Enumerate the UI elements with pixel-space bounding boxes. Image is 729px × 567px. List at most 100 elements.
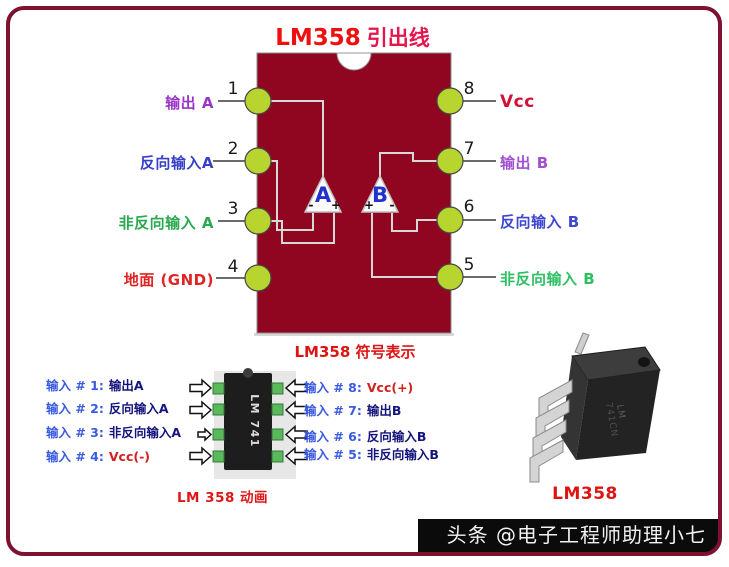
pin1-number: 1 — [227, 79, 239, 99]
row-value: Vcc(-) — [108, 449, 150, 464]
title-suffix: 引出线 — [366, 26, 430, 50]
pin7-number: 7 — [463, 139, 475, 159]
mini-ic-pins — [212, 382, 284, 463]
row-prefix: 输入 # 8: — [304, 380, 362, 395]
arrow-right-small-icon — [197, 427, 213, 442]
pin7-label: 输出 B — [500, 154, 549, 172]
mini-ic-body — [224, 373, 272, 470]
pin6-label: 反向输入 B — [500, 213, 580, 231]
mini-pin — [271, 450, 284, 463]
pin5-label: 非反向输入 B — [500, 270, 596, 288]
wire-pin5-noninv-b — [371, 213, 450, 278]
row-value: 反向输入A — [108, 401, 169, 416]
mini-pin — [212, 450, 225, 463]
table-row: 输入 # 6: 反向输入B — [304, 430, 426, 444]
mini-pin — [271, 382, 284, 395]
chip-photo-legs — [529, 379, 573, 483]
table-row: 输入 # 7: 输出B — [304, 404, 401, 418]
arrow-left-icon — [284, 400, 308, 420]
pin2-number: 2 — [227, 139, 239, 159]
pin8-number: 8 — [463, 79, 475, 99]
pin6-pad — [436, 206, 464, 234]
mini-pin — [212, 403, 225, 416]
opamp-a-triangle — [303, 174, 343, 213]
row-value: 非反向输入A — [108, 425, 182, 440]
pin3-label: 非反向输入 A — [118, 214, 214, 232]
pin2-pad — [244, 147, 272, 175]
pin2-label: 反向输入A — [139, 154, 214, 172]
arrow-left-icon — [284, 378, 308, 398]
chip-photo-dimple — [638, 357, 650, 367]
row-value: 非反向输入B — [366, 447, 439, 462]
poster-frame — [6, 6, 722, 556]
row-prefix: 输入 # 7: — [304, 403, 362, 418]
opamp-b-minus-sign: - — [389, 198, 395, 212]
opamp-b-triangle — [360, 174, 400, 213]
row-prefix: 输入 # 1: — [46, 378, 104, 393]
row-value: Vcc(+) — [366, 380, 414, 395]
pin1-pad — [244, 87, 272, 115]
table-row: 输入 # 3: 非反向输入A — [46, 426, 181, 440]
watermark-text: 头条 @电子工程师助理小七 — [446, 523, 706, 547]
chip-photo: LM 741CN — [529, 332, 661, 483]
pin1-label: 输出 A — [165, 94, 214, 112]
table-row: 输入 # 4: Vcc(-) — [46, 450, 150, 464]
opamp-a-letter: A — [314, 183, 332, 207]
pin8-pad — [436, 87, 464, 115]
row-value: 输出B — [366, 403, 402, 418]
chip-photo-front-face — [576, 370, 660, 460]
row-prefix: 输入 # 4: — [46, 449, 104, 464]
pin5-pad — [436, 263, 464, 291]
opamp-a-plus-sign: + — [330, 198, 342, 212]
row-prefix: 输入 # 6: — [304, 429, 362, 444]
row-prefix: 输入 # 2: — [46, 401, 104, 416]
pin3-pad — [244, 207, 272, 235]
chip-photo-back-pin — [574, 332, 590, 355]
mini-ic-notch — [243, 368, 253, 378]
mini-ic-marking: LM 741 — [248, 394, 261, 448]
pin7-pad — [436, 147, 464, 175]
row-prefix: 输入 # 3: — [46, 425, 104, 440]
ic-shadow — [254, 333, 454, 336]
row-value: 输出A — [108, 378, 144, 393]
mini-pin — [212, 428, 225, 441]
table-row: 输入 # 2: 反向输入A — [46, 402, 169, 416]
arrow-right-icon — [189, 378, 213, 398]
watermark-bar: 头条 @电子工程师助理小七 — [418, 519, 720, 552]
arrow-right-icon — [189, 446, 213, 466]
opamp-b-letter: B — [371, 183, 388, 207]
ic-body — [256, 52, 452, 334]
ic-notch — [336, 52, 372, 71]
chip-photo-left-face — [561, 356, 588, 460]
wire-pin6-inv-b — [391, 213, 450, 232]
row-value: 反向输入B — [366, 429, 427, 444]
opamp-b-plus-sign: + — [363, 198, 375, 212]
mini-pin — [212, 382, 225, 395]
chip-photo-label: LM358 — [552, 484, 618, 504]
row-prefix: 输入 # 5: — [304, 447, 362, 462]
pin4-pad — [244, 264, 272, 292]
chip-photo-marking-1: LM — [614, 404, 626, 420]
arrow-left-icon — [284, 446, 308, 466]
table-row: 输入 # 8: Vcc(+) — [304, 381, 413, 395]
table-row: 输入 # 1: 输出A — [46, 379, 144, 393]
pin8-label: Vcc — [500, 92, 535, 112]
pin6-number: 6 — [463, 197, 475, 217]
pin5-number: 5 — [463, 255, 475, 275]
title-part-number: LM358 — [275, 25, 361, 51]
pin-arrows — [189, 378, 308, 466]
wire-pin3-noninv-a — [258, 213, 335, 244]
opamp-a-minus-sign: - — [308, 198, 314, 212]
arrow-left-icon — [284, 424, 308, 445]
animation-caption: LM 358 动画 — [176, 490, 269, 506]
arrow-right-icon — [189, 400, 213, 420]
mini-pin — [271, 403, 284, 416]
chip-leg — [529, 439, 564, 483]
pin-pads — [244, 87, 464, 292]
pin4-number: 4 — [227, 257, 239, 277]
table-row: 输入 # 5: 非反向输入B — [304, 448, 439, 462]
wire-pin1-out-a — [258, 100, 324, 177]
